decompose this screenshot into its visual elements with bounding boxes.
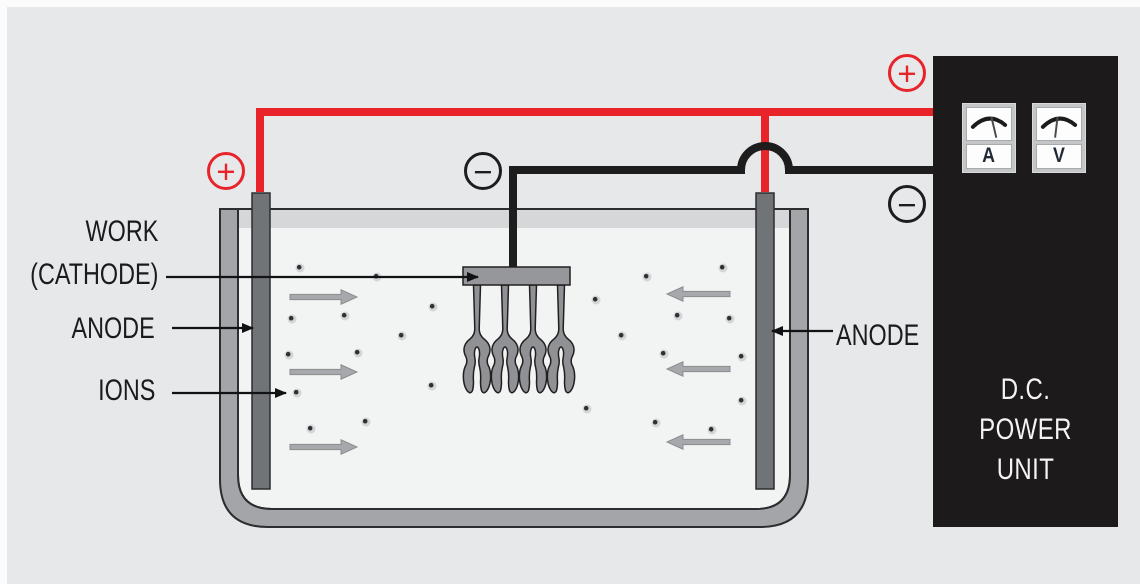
label-ions: IONS bbox=[97, 374, 155, 407]
dc-power-unit: A V D.C. POWER UNIT bbox=[933, 56, 1118, 527]
positive-terminal-power-icon: + bbox=[888, 54, 926, 92]
power-unit-line: UNIT bbox=[996, 453, 1055, 486]
ion-dot bbox=[617, 331, 627, 341]
positive-wire bbox=[256, 108, 934, 192]
label-cathode: (CATHODE) bbox=[29, 258, 158, 291]
ion-dot bbox=[591, 295, 601, 305]
label-arrows bbox=[166, 272, 833, 398]
ion-dot bbox=[306, 424, 316, 434]
ammeter-gauge bbox=[966, 107, 1012, 141]
voltmeter: V bbox=[1032, 103, 1086, 173]
flow-arrow bbox=[289, 439, 359, 455]
negative-terminal-icon: − bbox=[464, 152, 502, 190]
ammeter-letter: A bbox=[982, 144, 996, 168]
frame-top-strip bbox=[0, 0, 1140, 7]
power-unit-line: D.C. bbox=[1000, 373, 1051, 406]
ion-dot bbox=[651, 418, 661, 428]
voltmeter-label: V bbox=[1036, 143, 1082, 169]
label-anode-right: ANODE bbox=[836, 319, 920, 352]
power-unit-title: D.C. POWER UNIT bbox=[933, 370, 1118, 490]
tank-wall bbox=[219, 208, 809, 528]
negative-terminal-power-icon: − bbox=[888, 185, 926, 223]
ion-dot bbox=[397, 331, 407, 341]
flow-arrow bbox=[289, 364, 359, 380]
ammeter: A bbox=[962, 103, 1016, 173]
negative-wire bbox=[509, 142, 934, 276]
flow-arrows-layer bbox=[289, 286, 731, 455]
flow-arrow bbox=[665, 361, 731, 377]
label-work: WORK bbox=[85, 215, 158, 248]
ion-dot bbox=[582, 404, 592, 414]
ion-dot bbox=[737, 352, 747, 362]
voltmeter-letter: V bbox=[1053, 144, 1065, 168]
voltmeter-gauge bbox=[1036, 107, 1082, 141]
ion-dot bbox=[707, 425, 717, 435]
positive-terminal-icon: + bbox=[207, 152, 245, 190]
ion-dot bbox=[718, 263, 728, 273]
ion-dot bbox=[287, 314, 297, 324]
ion-dot bbox=[292, 388, 302, 398]
ion-dot bbox=[737, 396, 747, 406]
flow-arrow bbox=[665, 286, 731, 302]
label-anode-left: ANODE bbox=[71, 312, 155, 345]
ion-dot bbox=[673, 311, 683, 321]
flow-arrow bbox=[665, 434, 731, 450]
ammeter-needle-icon bbox=[970, 117, 1008, 139]
flow-arrow bbox=[289, 289, 359, 305]
ion-dot bbox=[295, 263, 305, 273]
anode-right-bar bbox=[755, 192, 775, 490]
ion-dot bbox=[284, 350, 294, 360]
ion-dot bbox=[428, 302, 438, 312]
frame-left-strip bbox=[0, 0, 7, 584]
ion-dots-layer bbox=[284, 263, 747, 435]
ion-dot bbox=[659, 349, 669, 359]
power-unit-line: POWER bbox=[979, 413, 1072, 446]
ion-dot bbox=[642, 272, 652, 282]
ion-dot bbox=[353, 348, 363, 358]
ammeter-label: A bbox=[966, 143, 1012, 169]
anode-left-bar bbox=[251, 192, 271, 490]
ion-dot bbox=[361, 417, 371, 427]
ion-dot bbox=[725, 314, 735, 324]
ion-dot bbox=[427, 381, 437, 391]
ion-dot bbox=[340, 311, 350, 321]
voltmeter-needle-icon bbox=[1040, 117, 1078, 139]
work-rack-bar bbox=[462, 266, 571, 286]
